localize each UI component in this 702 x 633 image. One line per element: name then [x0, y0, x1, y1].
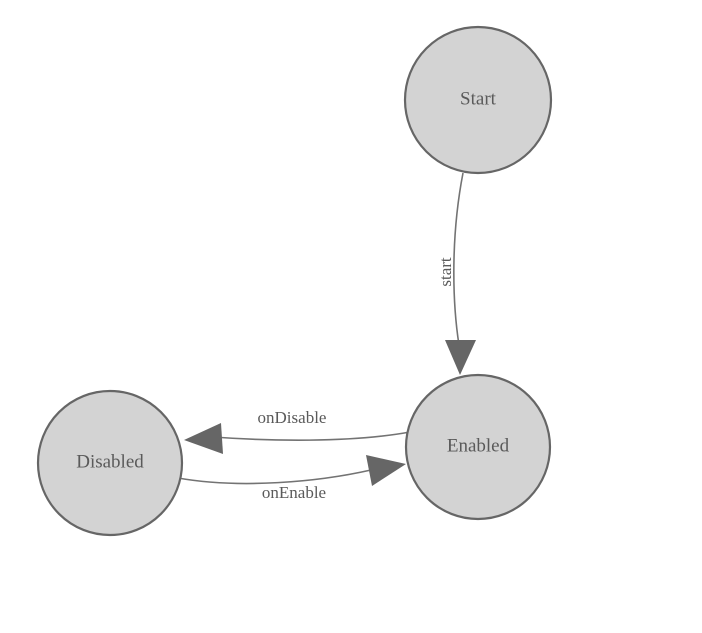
edge-start-to-enabled[interactable]: start: [436, 172, 476, 375]
edge-label-ondisable: onDisable: [258, 408, 327, 427]
edge-path-enabled-to-disabled: [212, 431, 411, 441]
state-node-start-circle: [403, 25, 553, 175]
state-node-start[interactable]: Start: [403, 25, 553, 175]
edge-disabled-to-enabled[interactable]: onEnable: [177, 455, 406, 502]
arrowhead-into-disabled: [184, 423, 223, 454]
edge-path-start-to-enabled: [453, 172, 464, 346]
arrowhead-into-enabled-top: [445, 340, 476, 375]
state-node-enabled[interactable]: Enabled: [404, 373, 552, 521]
edge-label-start: start: [436, 257, 455, 287]
arrowhead-into-enabled-left: [366, 455, 406, 486]
state-node-disabled-circle: [36, 389, 184, 537]
state-node-start-label: Start: [460, 88, 497, 109]
state-node-enabled-circle: [404, 373, 552, 521]
edge-path-disabled-to-enabled: [177, 469, 372, 485]
edge-label-onenable: onEnable: [262, 483, 326, 502]
state-node-disabled[interactable]: Disabled: [36, 389, 184, 537]
state-node-enabled-label: Enabled: [447, 435, 510, 456]
state-node-disabled-label: Disabled: [76, 451, 144, 472]
edge-enabled-to-disabled[interactable]: onDisable: [184, 408, 411, 454]
